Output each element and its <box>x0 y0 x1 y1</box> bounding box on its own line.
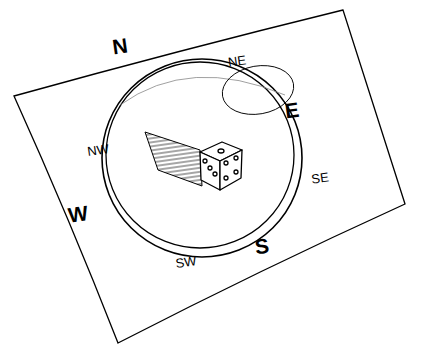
compass-direction: NE <box>227 53 247 68</box>
compass-direction: SE <box>311 170 330 185</box>
compass-direction: W <box>67 202 90 226</box>
dome-highlight <box>120 77 285 105</box>
die <box>200 142 242 190</box>
dome-base <box>102 59 302 257</box>
die-shadow <box>145 132 202 186</box>
compass-direction: NW <box>86 142 109 158</box>
compass-direction: E <box>284 99 301 122</box>
compass-direction: N <box>111 35 129 58</box>
compass-direction: SW <box>175 254 198 270</box>
paper-sheet <box>14 10 405 343</box>
dome-rim <box>106 62 294 248</box>
compass-direction: S <box>254 235 271 258</box>
